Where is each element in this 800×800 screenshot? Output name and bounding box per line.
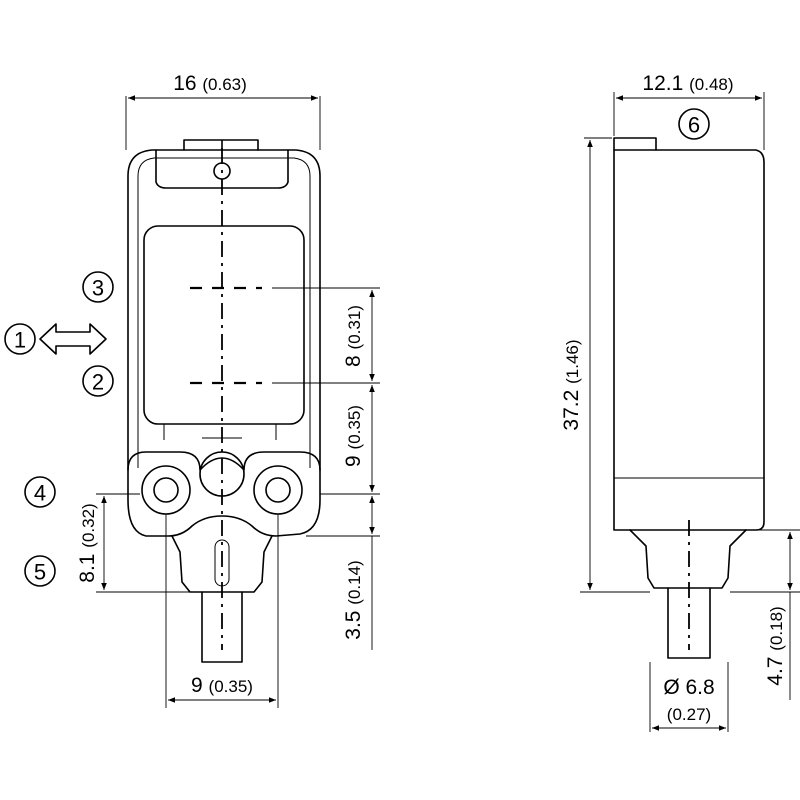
side-connector (629, 529, 747, 589)
dim-mount-width: 9 (0.35) (191, 674, 253, 697)
callout-1-number: 1 (14, 328, 26, 353)
dim-lens-to-connector: 9 (0.35) (342, 405, 365, 467)
dim-mount-to-base: 8.1 (0.32) (76, 503, 99, 582)
callout-4 (24, 476, 56, 508)
side-view (613, 137, 765, 659)
optics-window (143, 225, 305, 425)
callout-4-number: 4 (34, 481, 46, 506)
side-top-tab (613, 137, 657, 151)
dim-width-side: 12.1 (0.48) (642, 72, 733, 95)
dim-width-front: 16 (0.63) (173, 72, 247, 95)
callout-1 (4, 323, 36, 355)
callouts: 1 2 3 4 5 6 (4, 108, 710, 587)
top-tab (183, 139, 259, 151)
callout-6 (678, 108, 710, 140)
side-housing-outline (613, 149, 765, 531)
dim-cable-diameter: Ø 6.8 (663, 676, 714, 699)
mounting-hole-right (253, 465, 303, 515)
dim-axis-spacing: 8 (0.31) (342, 305, 365, 367)
callout-2 (82, 365, 114, 397)
front-housing-outline (127, 149, 321, 471)
dimension-labels: 16 (0.63) 12.1 (0.48) 37.2 (1.46) 8 (0.3… (76, 72, 787, 724)
dim-cable-diameter-inch: (0.27) (667, 705, 711, 724)
callout-3 (82, 271, 114, 303)
dim-connector-height: 3.5 (0.14) (342, 560, 365, 639)
dim-connector-depth: 4.7 (0.18) (764, 606, 787, 685)
cable (201, 591, 243, 663)
dimension-lines (96, 92, 800, 732)
mounting-hole-left (141, 465, 191, 515)
side-cable (667, 587, 711, 659)
callout-2-number: 2 (92, 370, 104, 395)
dim-height-total: 37.2 (1.46) (560, 339, 583, 430)
double-arrow-icon (39, 323, 107, 355)
callout-3-number: 3 (92, 276, 104, 301)
front-view (127, 139, 321, 663)
callout-6-number: 6 (688, 113, 700, 138)
callout-5-number: 5 (34, 560, 46, 585)
callout-5 (24, 555, 56, 587)
mounting-lobes (127, 451, 321, 537)
front-housing-inner (137, 157, 311, 468)
